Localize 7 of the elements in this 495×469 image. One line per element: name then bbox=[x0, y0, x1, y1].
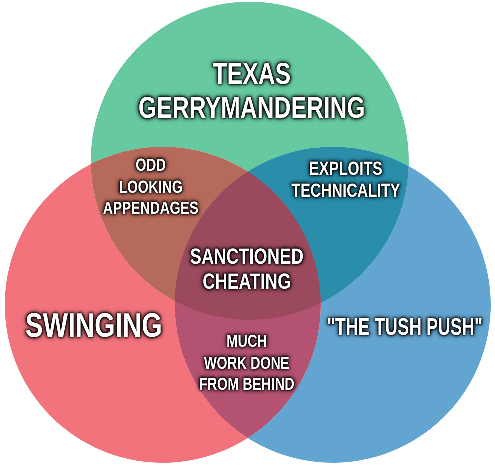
set-label: TEXAS GERRYMANDERING bbox=[138, 58, 366, 126]
set-label: SWINGING bbox=[25, 309, 162, 343]
overlap-label: MUCH WORK DONE FROM BEHIND bbox=[199, 331, 295, 396]
overlap-label: SANCTIONED CHEATING bbox=[190, 244, 304, 294]
overlap-label: EXPLOITS TECHNICALITY bbox=[291, 159, 400, 203]
set-label: "THE TUSH PUSH" bbox=[327, 316, 483, 340]
overlap-label: ODD LOOKING APPENDAGES bbox=[103, 155, 199, 220]
